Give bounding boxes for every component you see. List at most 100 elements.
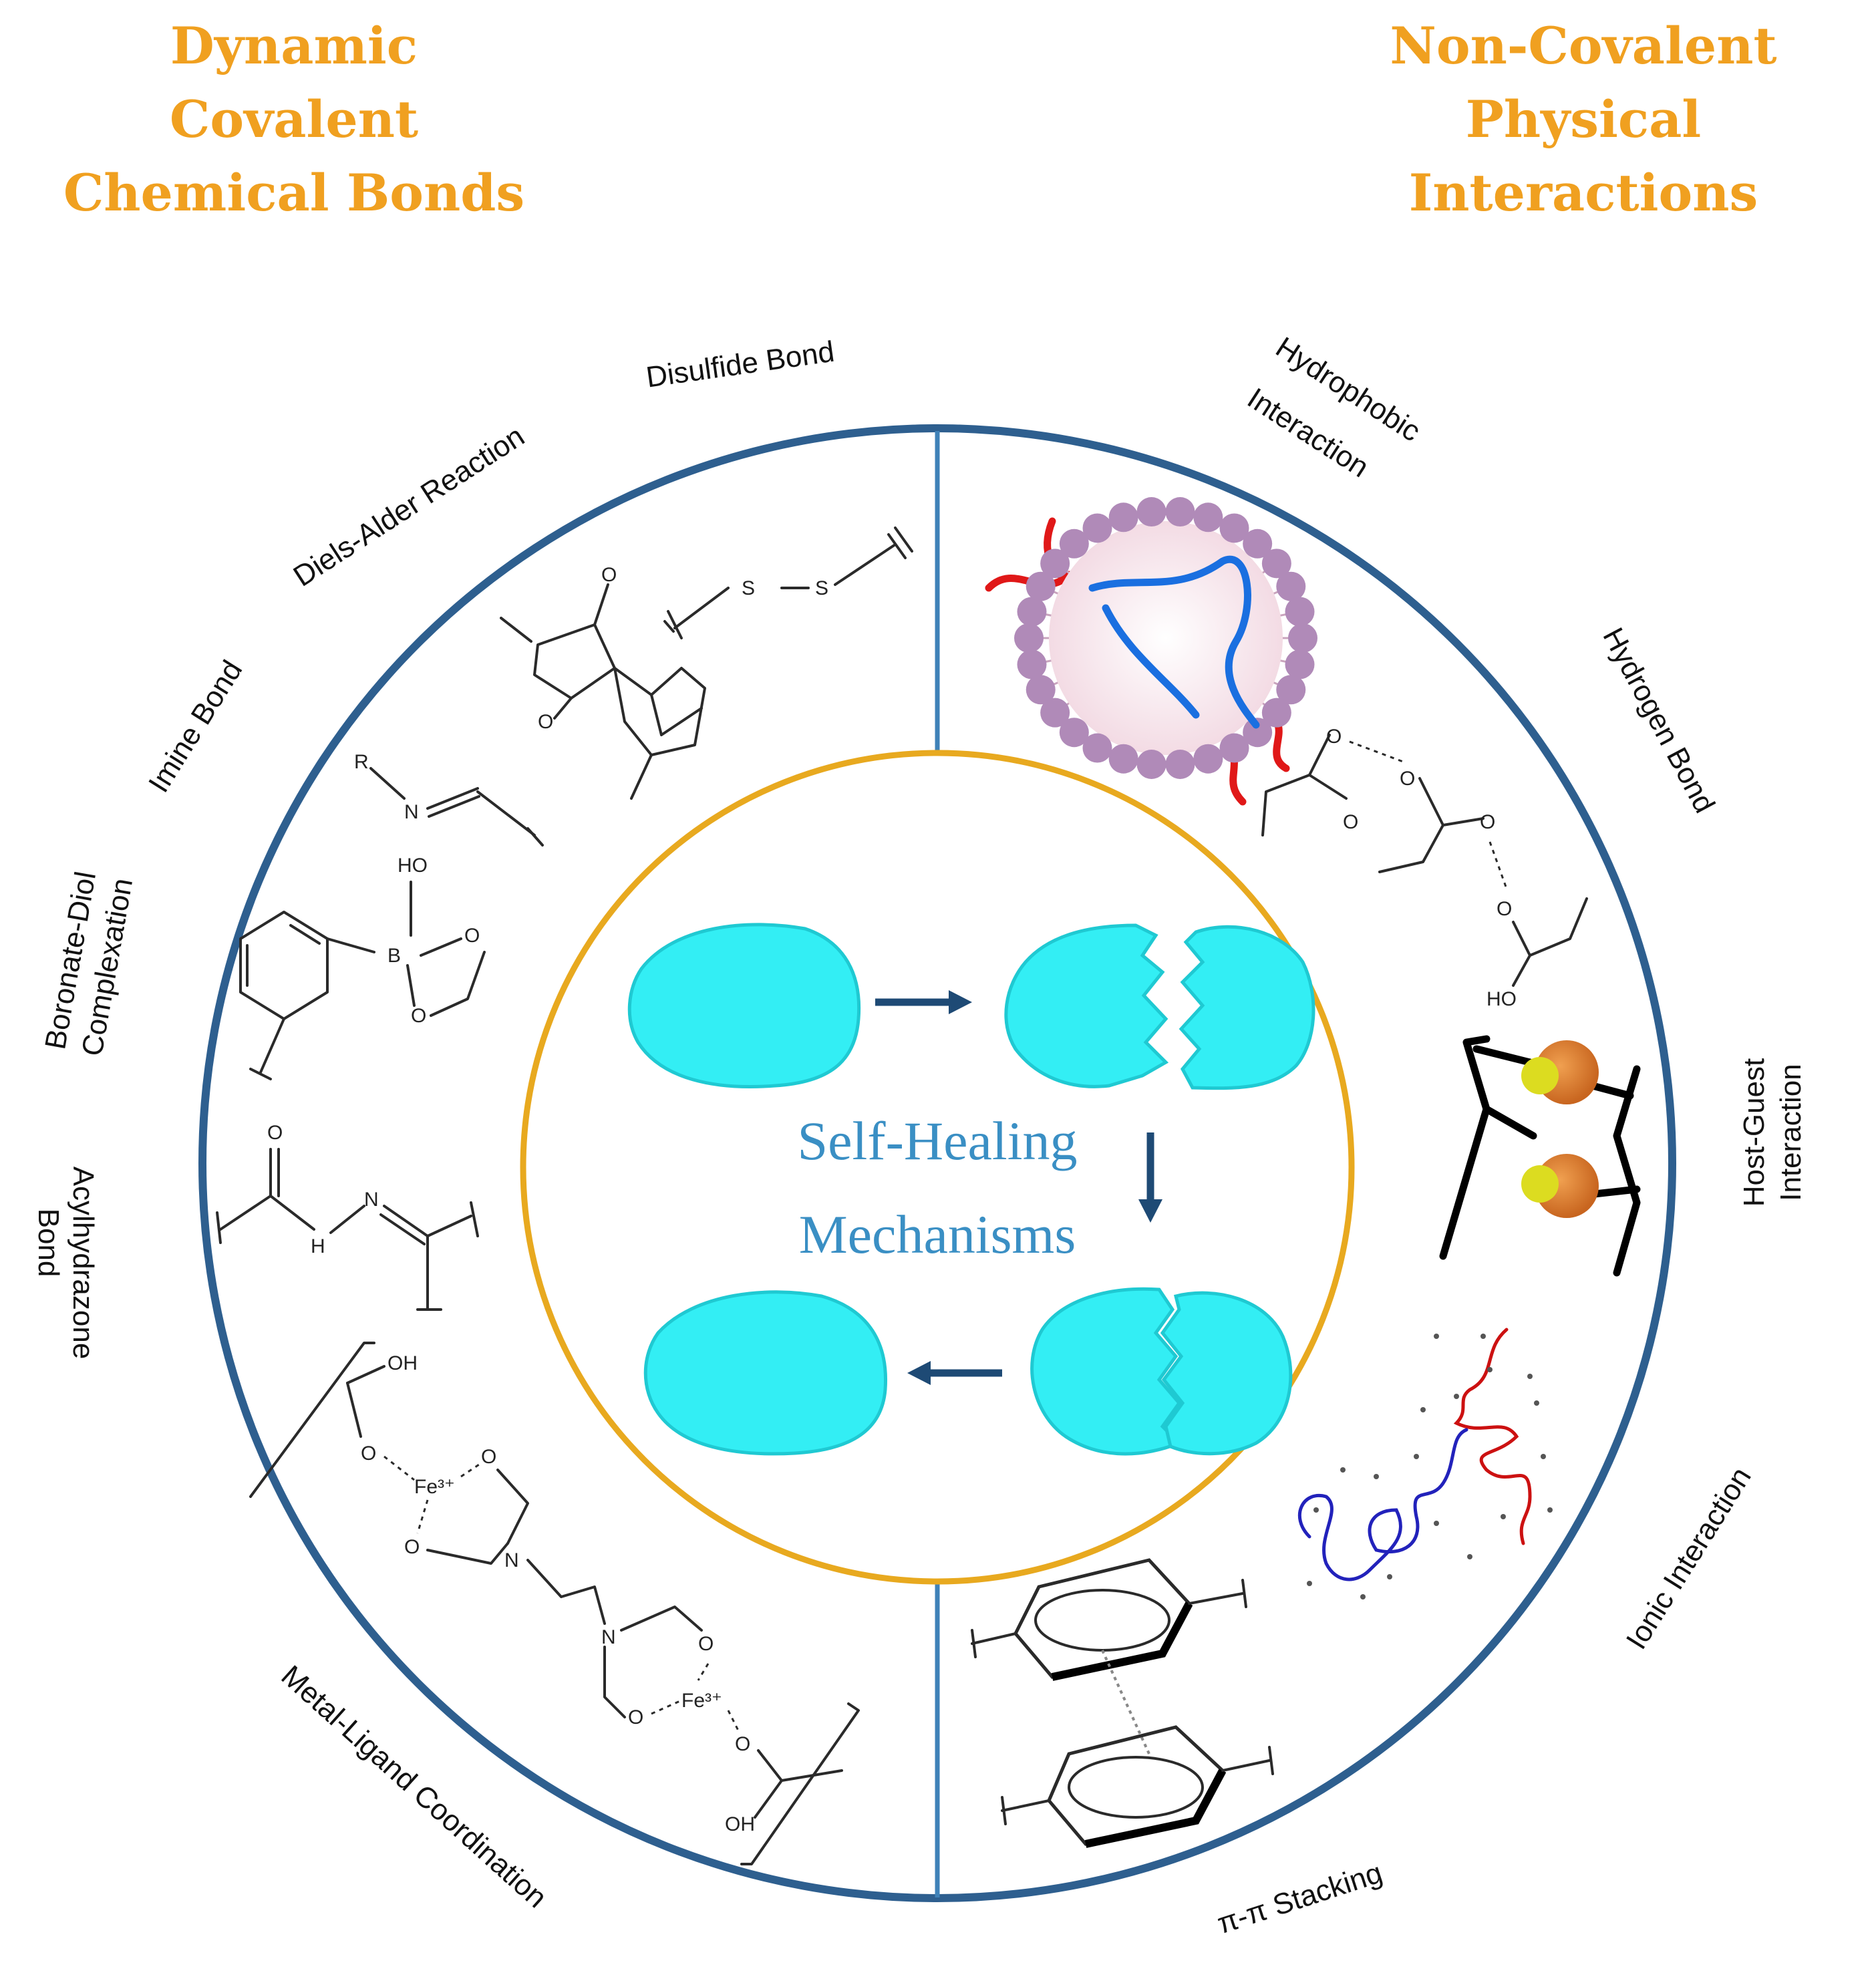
ion-dot — [1340, 1467, 1346, 1473]
lipid-head — [1059, 718, 1089, 748]
counter-ions — [1307, 1334, 1553, 1600]
ml-oxygen-6: O — [735, 1733, 750, 1755]
ml-oxygen-2: O — [481, 1446, 496, 1468]
lipid-head — [1026, 675, 1056, 705]
arrow-right — [875, 990, 972, 1014]
ml-oh-top: OH — [387, 1352, 418, 1374]
ml-oxygen-3: O — [404, 1536, 420, 1558]
lipid-head — [1108, 502, 1138, 532]
heading-non-covalent: Non-Covalent Physical Interactions — [1390, 16, 1776, 222]
ion-dot — [1434, 1521, 1439, 1526]
oxygen-da-2: O — [538, 711, 553, 733]
label-imine-bond: Imine Bond — [142, 655, 249, 798]
host-guest-structure — [1439, 1035, 1641, 1277]
ion-dot — [1487, 1367, 1493, 1372]
lipid-head — [1136, 749, 1166, 779]
ml-oh-bottom: OH — [725, 1813, 755, 1835]
sulfur-atom-2: S — [815, 577, 828, 599]
ml-oxygen-5: O — [628, 1706, 643, 1728]
ml-oxygen-4: O — [698, 1633, 714, 1655]
boronate-structure: B HO O O — [239, 855, 486, 1080]
center-title-line2: Mechanisms — [799, 1204, 1076, 1265]
polymer-chain-red — [1453, 1328, 1532, 1545]
hydrogel-damaged-right — [1179, 925, 1315, 1090]
lipid-head — [1059, 528, 1089, 559]
ion-dot — [1534, 1400, 1539, 1406]
disulfide-structure: S S — [663, 526, 913, 639]
ion-dot — [1434, 1334, 1439, 1339]
heading-right-line2: Physical — [1466, 90, 1702, 149]
ml-nitrogen-2: N — [601, 1626, 616, 1648]
lipid-head — [1017, 597, 1047, 627]
outer-circle — [198, 424, 1676, 1902]
imine-nitrogen: N — [404, 801, 419, 823]
pi-stacking-structure — [971, 1558, 1274, 1848]
arrow-down — [1138, 1132, 1162, 1223]
ml-oxygen-1: O — [361, 1442, 376, 1465]
lipid-head — [1193, 502, 1223, 532]
label-ionic-interaction: Ionic Interaction — [1620, 1462, 1758, 1655]
lipid-head — [1026, 571, 1056, 601]
lipid-head — [1276, 571, 1306, 601]
ion-dot — [1420, 1407, 1426, 1412]
guest-molecule-2 — [1521, 1165, 1559, 1203]
lipid-head — [1014, 623, 1044, 653]
guest-molecule-1 — [1521, 1057, 1559, 1094]
hb-oxygen-5: O — [1497, 898, 1512, 920]
hb-oxygen-3: O — [1400, 768, 1415, 790]
hydrogel-healed — [643, 1290, 888, 1456]
ion-dot — [1360, 1594, 1366, 1600]
label-pi-stacking: π-π Stacking — [1213, 1856, 1386, 1940]
hydrogel-healing-right — [1160, 1291, 1293, 1456]
hydrogel-healing-left — [1030, 1287, 1183, 1456]
polymer-chain-blue — [1088, 555, 1260, 729]
heading-right-line1: Non-Covalent — [1390, 16, 1776, 75]
lipid-head — [1288, 623, 1317, 653]
sulfur-atom-1: S — [742, 577, 755, 599]
lipid-head — [1082, 513, 1112, 543]
heading-left-line2: Covalent — [170, 90, 418, 149]
label-disulfide-bond: Disulfide Bond — [644, 335, 836, 394]
lipid-head — [1219, 513, 1249, 543]
hb-ho: HO — [1487, 988, 1517, 1010]
lipid-head — [1165, 749, 1195, 779]
boronate-oxygen-2: O — [411, 1005, 426, 1027]
arrow-left — [907, 1361, 1002, 1385]
lipid-head — [1276, 675, 1306, 705]
r-group: R — [354, 751, 369, 773]
imine-structure: R N — [354, 751, 544, 847]
hydrogel-damaged-left — [1004, 923, 1169, 1088]
ion-dot — [1541, 1454, 1546, 1459]
ion-dot — [1547, 1507, 1553, 1513]
acyl-nh: H — [311, 1235, 325, 1257]
ion-dot — [1480, 1334, 1486, 1339]
lipid-head — [1165, 497, 1195, 527]
lipid-head — [1243, 718, 1273, 748]
heading-dynamic-covalent: Dynamic Covalent Chemical Bonds — [63, 16, 524, 222]
fe-ion-2: Fe³⁺ — [681, 1690, 722, 1712]
ml-nitrogen-1: N — [504, 1549, 519, 1571]
lipid-head — [1040, 698, 1070, 728]
label-diels-alder: Diels-Alder Reaction — [288, 420, 530, 593]
label-metal-ligand: Metal-Ligand Coordination — [275, 1659, 553, 1914]
hb-oxygen-2: O — [1343, 811, 1358, 833]
label-acylhydrazone-line1: Acylhydrazone — [67, 1167, 100, 1360]
center-title-line1: Self-Healing — [798, 1110, 1078, 1171]
lipid-head — [1082, 733, 1112, 763]
lipid-head — [1040, 549, 1070, 579]
ion-dot — [1313, 1507, 1319, 1513]
heading-right-line3: Interactions — [1409, 163, 1758, 222]
lipid-head — [1243, 528, 1273, 559]
lipid-head — [1108, 744, 1138, 774]
lipid-head — [1017, 649, 1047, 679]
lipid-head — [1219, 733, 1249, 763]
ion-dot — [1307, 1581, 1312, 1586]
diels-alder-structure: O O — [500, 564, 706, 800]
ion-dot — [1387, 1574, 1392, 1579]
lipid-head — [1136, 497, 1166, 527]
boron-atom: B — [387, 945, 401, 967]
boronate-ho: HO — [398, 855, 428, 877]
fe-ion-1: Fe³⁺ — [414, 1476, 455, 1498]
ion-dot — [1374, 1474, 1379, 1479]
lipid-head — [1261, 698, 1291, 728]
